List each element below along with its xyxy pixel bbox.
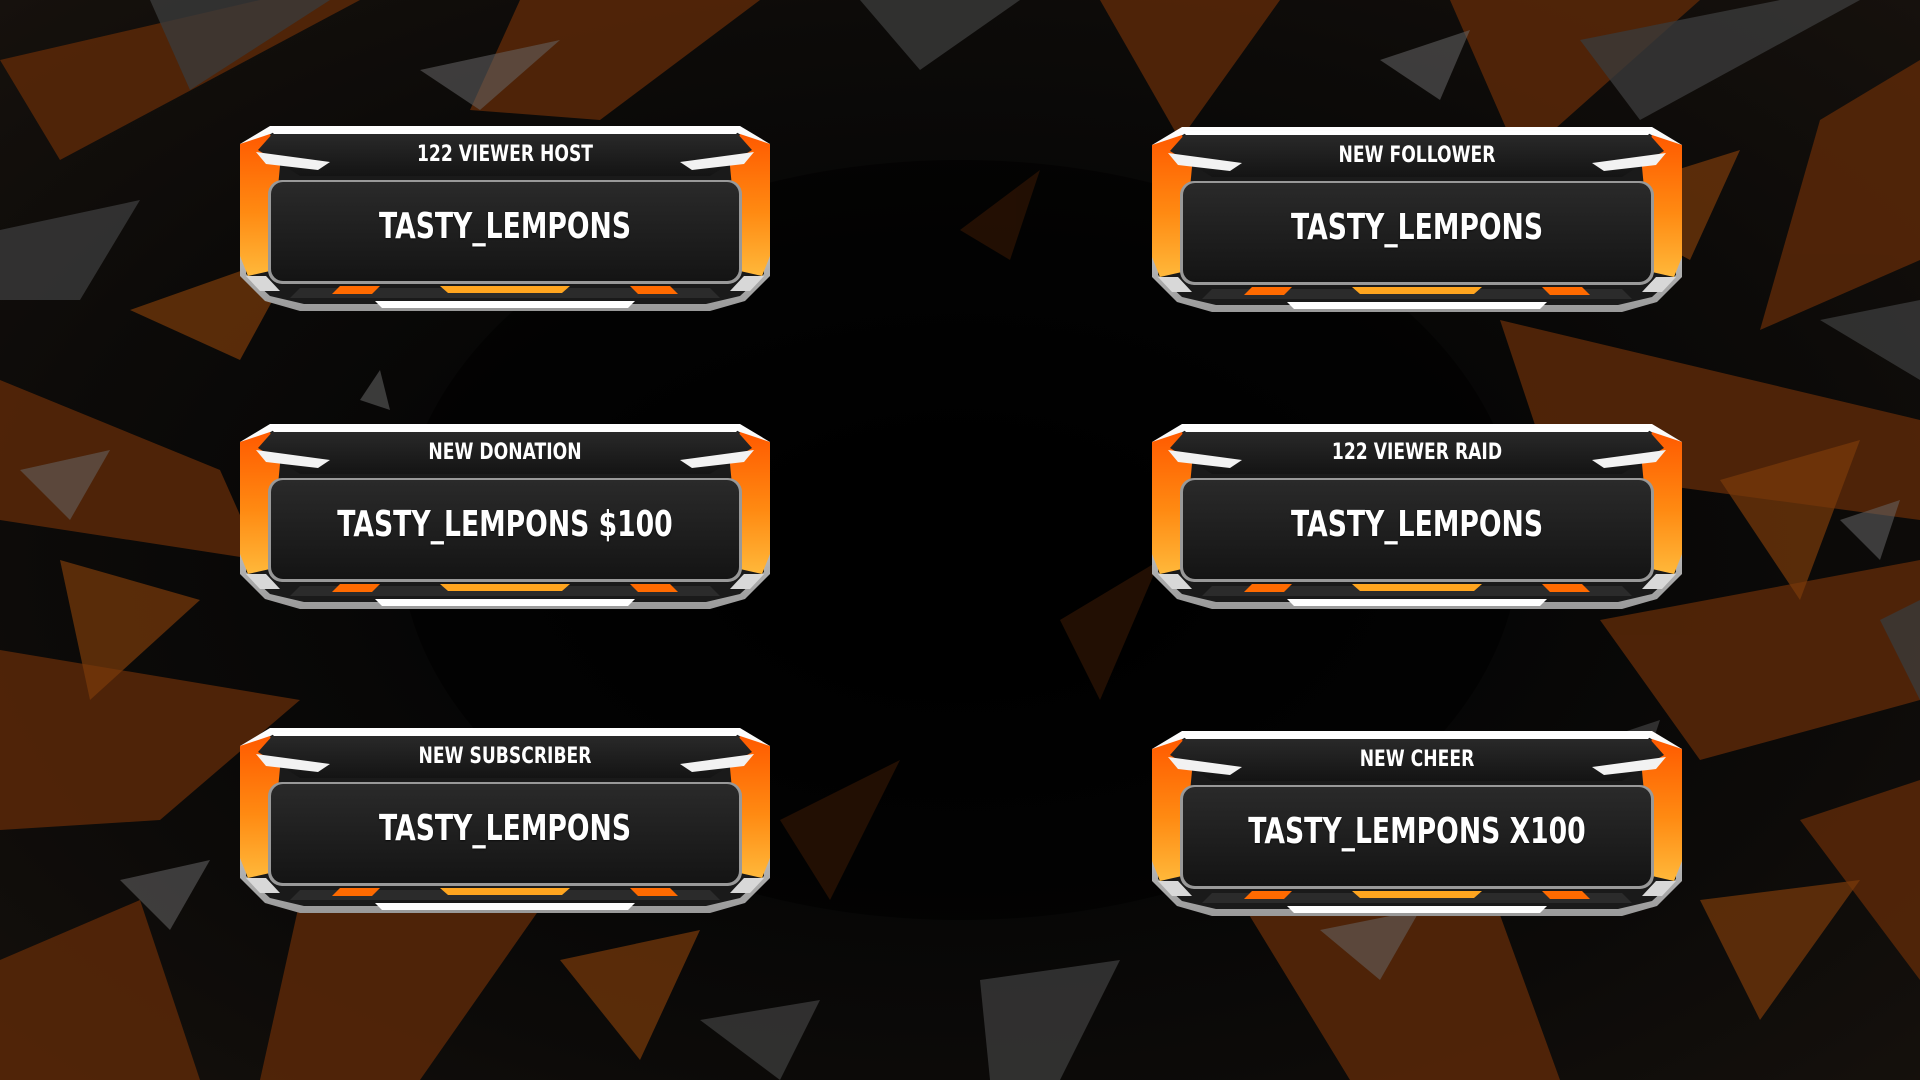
alert-viewer-host: 122 VIEWER HOST TASTY_LEMPONS — [240, 126, 770, 311]
alert-frame — [240, 728, 770, 913]
alert-follower: NEW FOLLOWER TASTY_LEMPONS — [1152, 127, 1682, 312]
alert-username: TASTY_LEMPONS — [1290, 504, 1544, 545]
alert-frame — [240, 424, 770, 609]
alert-raid: 122 VIEWER RAID TASTY_LEMPONS — [1152, 424, 1682, 609]
alert-heading: NEW CHEER — [1359, 747, 1475, 772]
alert-username: TASTY_LEMPONS — [378, 206, 632, 247]
alert-heading: 122 VIEWER HOST — [416, 142, 594, 167]
alert-donation: NEW DONATION TASTY_LEMPONS $100 — [240, 424, 770, 609]
alert-heading: 122 VIEWER RAID — [1331, 440, 1503, 465]
alert-heading: NEW DONATION — [428, 440, 582, 465]
alert-heading: NEW FOLLOWER — [1338, 143, 1496, 168]
alert-username: TASTY_LEMPONS — [1290, 207, 1544, 248]
alert-subscriber: NEW SUBSCRIBER TASTY_LEMPONS — [240, 728, 770, 913]
alert-heading: NEW SUBSCRIBER — [418, 744, 592, 769]
alert-frame — [1152, 424, 1682, 609]
alert-frame — [1152, 731, 1682, 916]
alert-frame — [1152, 127, 1682, 312]
alert-frame — [240, 126, 770, 311]
alert-cheer: NEW CHEER TASTY_LEMPONS X100 — [1152, 731, 1682, 916]
alert-username: TASTY_LEMPONS X100 — [1248, 811, 1586, 852]
alert-username: TASTY_LEMPONS $100 — [337, 504, 673, 545]
alert-username: TASTY_LEMPONS — [378, 808, 632, 849]
